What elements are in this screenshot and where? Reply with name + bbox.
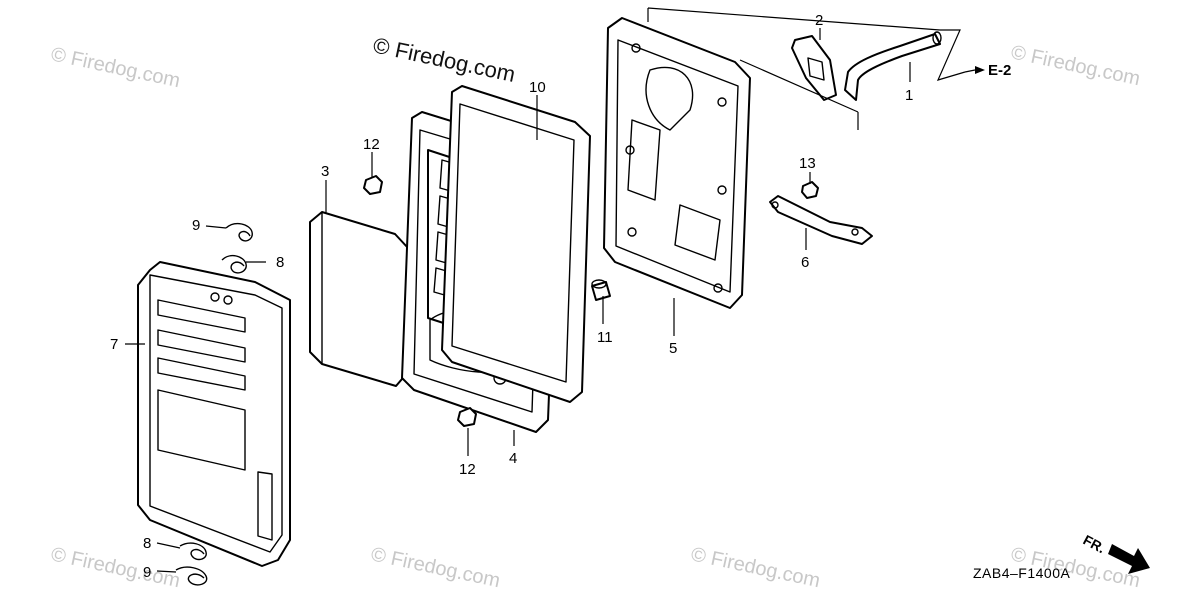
part-13-nut bbox=[801, 181, 819, 199]
callout-7: 7 bbox=[110, 336, 118, 353]
callout-5: 5 bbox=[669, 340, 677, 357]
reference-label: E-2 bbox=[988, 62, 1011, 79]
part-3-filter-element bbox=[309, 211, 409, 387]
callout-12-upper: 12 bbox=[363, 136, 380, 153]
part-2-plate bbox=[791, 35, 837, 101]
front-label: FR. bbox=[1081, 532, 1108, 557]
part-6-bracket bbox=[769, 195, 873, 245]
watermark-bottom-right: © Firedog.com bbox=[689, 543, 822, 592]
callout-9-lower: 9 bbox=[143, 564, 151, 581]
callout-8-upper: 8 bbox=[276, 254, 284, 271]
leader-lines bbox=[125, 28, 911, 573]
watermark-bottom-center: © Firedog.com bbox=[369, 543, 502, 592]
part-8-clip-upper bbox=[221, 254, 247, 274]
reference-e2: E-2 bbox=[964, 62, 1011, 79]
part-11-collar bbox=[591, 279, 611, 301]
part-8-clip-lower bbox=[179, 542, 207, 561]
callout-2: 2 bbox=[815, 12, 823, 29]
watermark-bottom-left: © Firedog.com bbox=[49, 543, 182, 592]
callout-1: 1 bbox=[905, 87, 913, 104]
part-7-air-cleaner-cover bbox=[137, 261, 291, 567]
callout-4: 4 bbox=[509, 450, 517, 467]
part-9-clip-upper bbox=[225, 222, 253, 242]
part-12-nut-lower bbox=[457, 407, 477, 427]
part-12-nut-upper bbox=[363, 175, 383, 195]
callouts: 1 2 3 4 5 6 7 8 8 9 9 10 11 12 12 13 bbox=[110, 12, 913, 581]
part-5-air-cleaner-base bbox=[603, 17, 751, 309]
reference-lines bbox=[647, 7, 966, 130]
callout-13: 13 bbox=[799, 155, 816, 172]
arrow-right-icon bbox=[975, 66, 985, 74]
callout-11: 11 bbox=[597, 329, 613, 346]
front-arrow-icon bbox=[1108, 544, 1150, 574]
callout-12-lower: 12 bbox=[459, 461, 476, 478]
callout-6: 6 bbox=[801, 254, 809, 271]
callout-10: 10 bbox=[529, 79, 546, 96]
callout-9-upper: 9 bbox=[192, 217, 200, 234]
part-10-gasket bbox=[441, 85, 591, 403]
watermark-center: © Firedog.com bbox=[371, 32, 518, 87]
watermark-top-right: © Firedog.com bbox=[1009, 41, 1142, 90]
callout-3: 3 bbox=[321, 163, 329, 180]
part-9-clip-lower bbox=[175, 566, 208, 586]
part-1-breather-tube bbox=[844, 31, 942, 101]
callout-8-lower: 8 bbox=[143, 535, 151, 552]
watermark-top-left: © Firedog.com bbox=[49, 43, 182, 92]
diagram-code: ZAB4–F1400A bbox=[973, 565, 1070, 581]
